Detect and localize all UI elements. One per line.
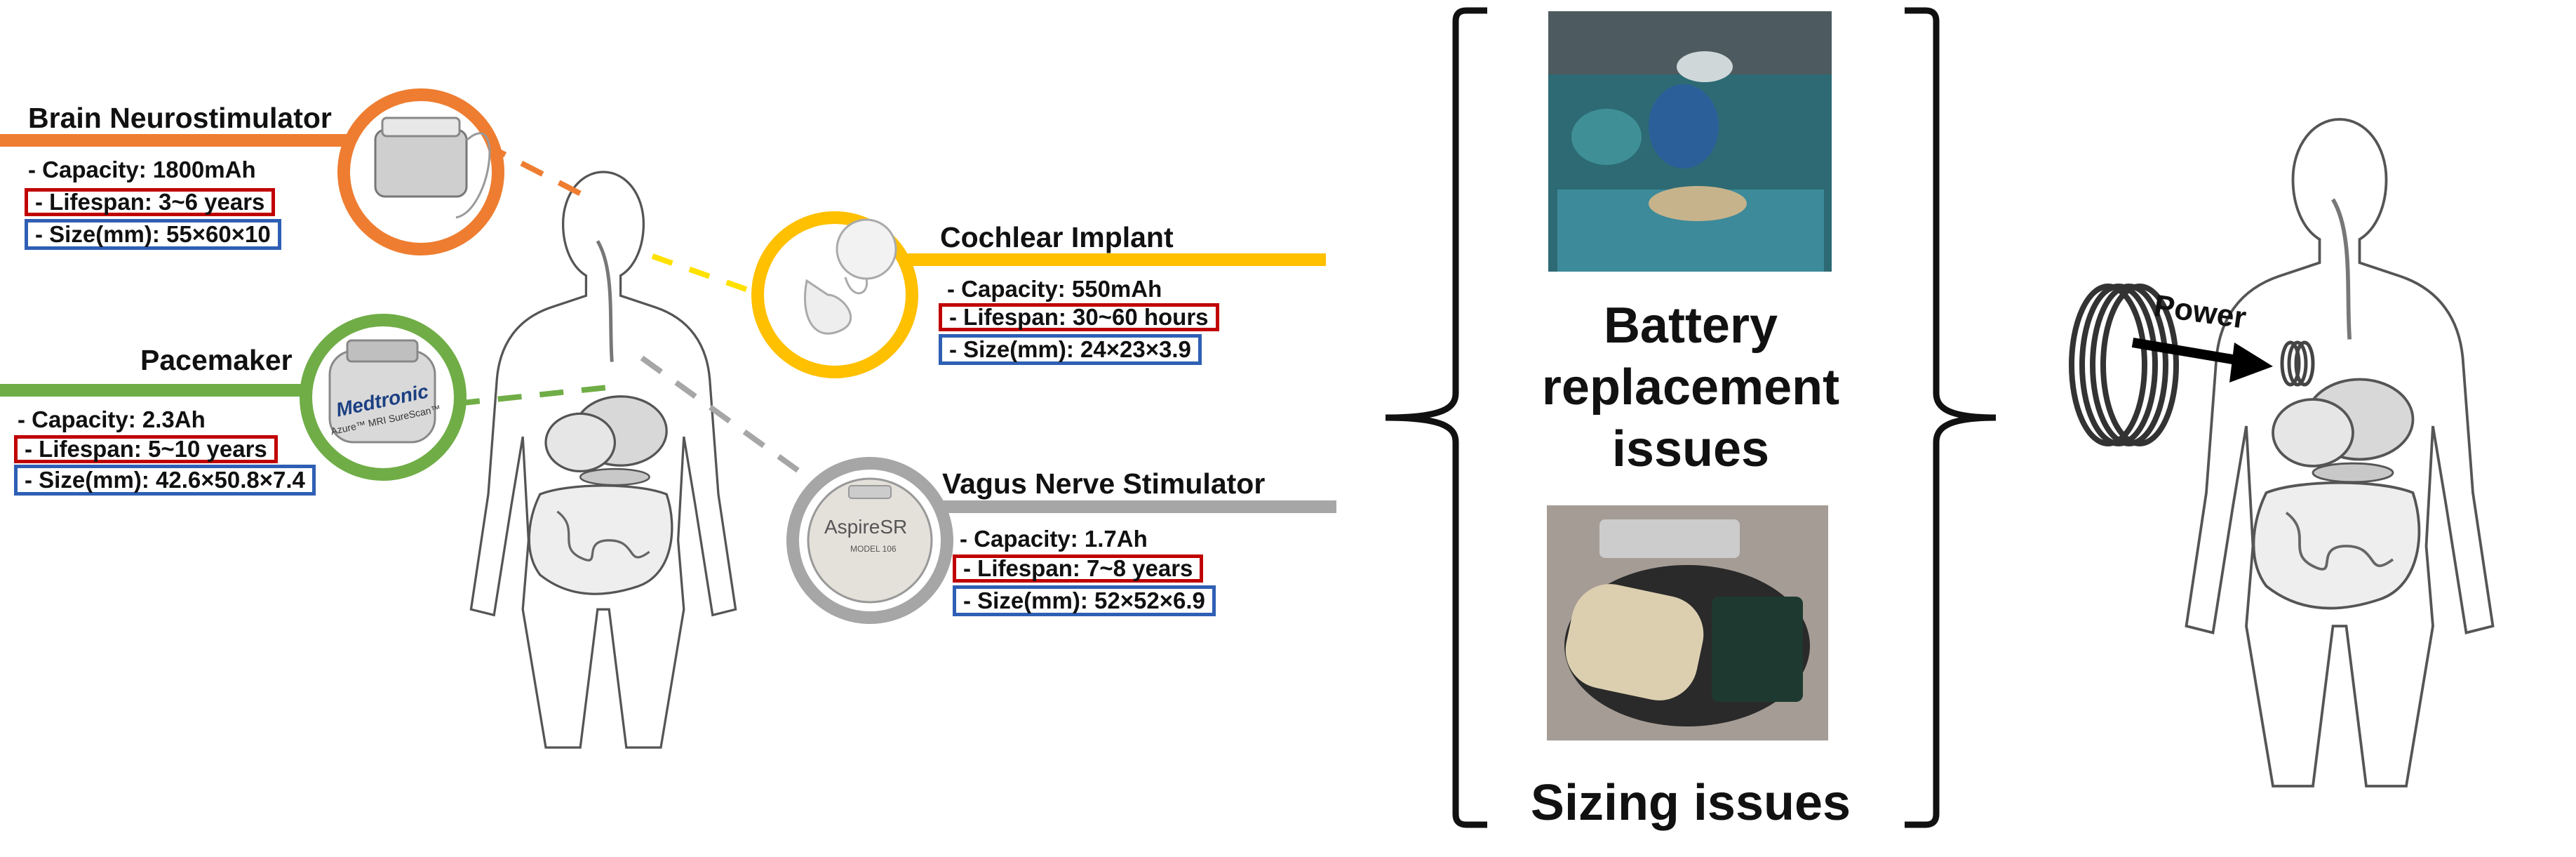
cochlear-title: Cochlear Implant (940, 221, 1174, 253)
vagus-title: Vagus Nerve Stimulator (942, 467, 1266, 500)
pacemaker-size: - Size(mm): 42.6×50.8×7.4 (14, 465, 316, 496)
battery-issues-label: Battery replacement issues (1541, 298, 1840, 477)
pacemaker-title: Pacemaker (140, 344, 293, 376)
brain-size: - Size(mm): 55×60×10 (25, 219, 281, 250)
vagus-model-label: MODEL 106 (850, 544, 897, 554)
right-body-illustration (2185, 118, 2495, 788)
brain-lifespan: - Lifespan: 3~6 years (25, 188, 276, 216)
right-bracket (1905, 7, 1997, 828)
pacemaker-connector (455, 383, 622, 406)
vagus-capacity: - Capacity: 1.7Ah (960, 526, 1148, 552)
power-arrow (2131, 338, 2246, 366)
brain-title: Brain Neurostimulator (28, 102, 332, 134)
vagus-brand-label: AspireSR (824, 516, 908, 538)
vagus-lifespan: - Lifespan: 7~8 years (953, 554, 1204, 583)
cochlear-size: - Size(mm): 24×23×3.9 (939, 334, 1202, 365)
brain-device-image (374, 128, 468, 198)
left-bracket (1385, 7, 1487, 828)
vagus-device-image (807, 477, 933, 604)
surgery-photo (1548, 11, 1832, 272)
implant-photo (1547, 505, 1828, 740)
pacemaker-lifespan: - Lifespan: 5~10 years (14, 435, 278, 463)
brain-capacity: - Capacity: 1800mAh (28, 157, 256, 182)
cochlear-lifespan: - Lifespan: 30~60 hours (939, 303, 1219, 331)
cochlear-device-image (836, 218, 897, 280)
left-body-illustration (469, 171, 737, 749)
sizing-issues-label: Sizing issues (1530, 775, 1851, 831)
implanted-receiver-icon (2280, 340, 2315, 387)
pacemaker-capacity: - Capacity: 2.3Ah (18, 406, 206, 432)
wireless-coil-icon (2069, 284, 2179, 446)
cochlear-capacity: - Capacity: 550mAh (947, 276, 1162, 302)
vagus-connector (640, 355, 819, 487)
vagus-size: - Size(mm): 52×52×6.9 (953, 585, 1216, 616)
